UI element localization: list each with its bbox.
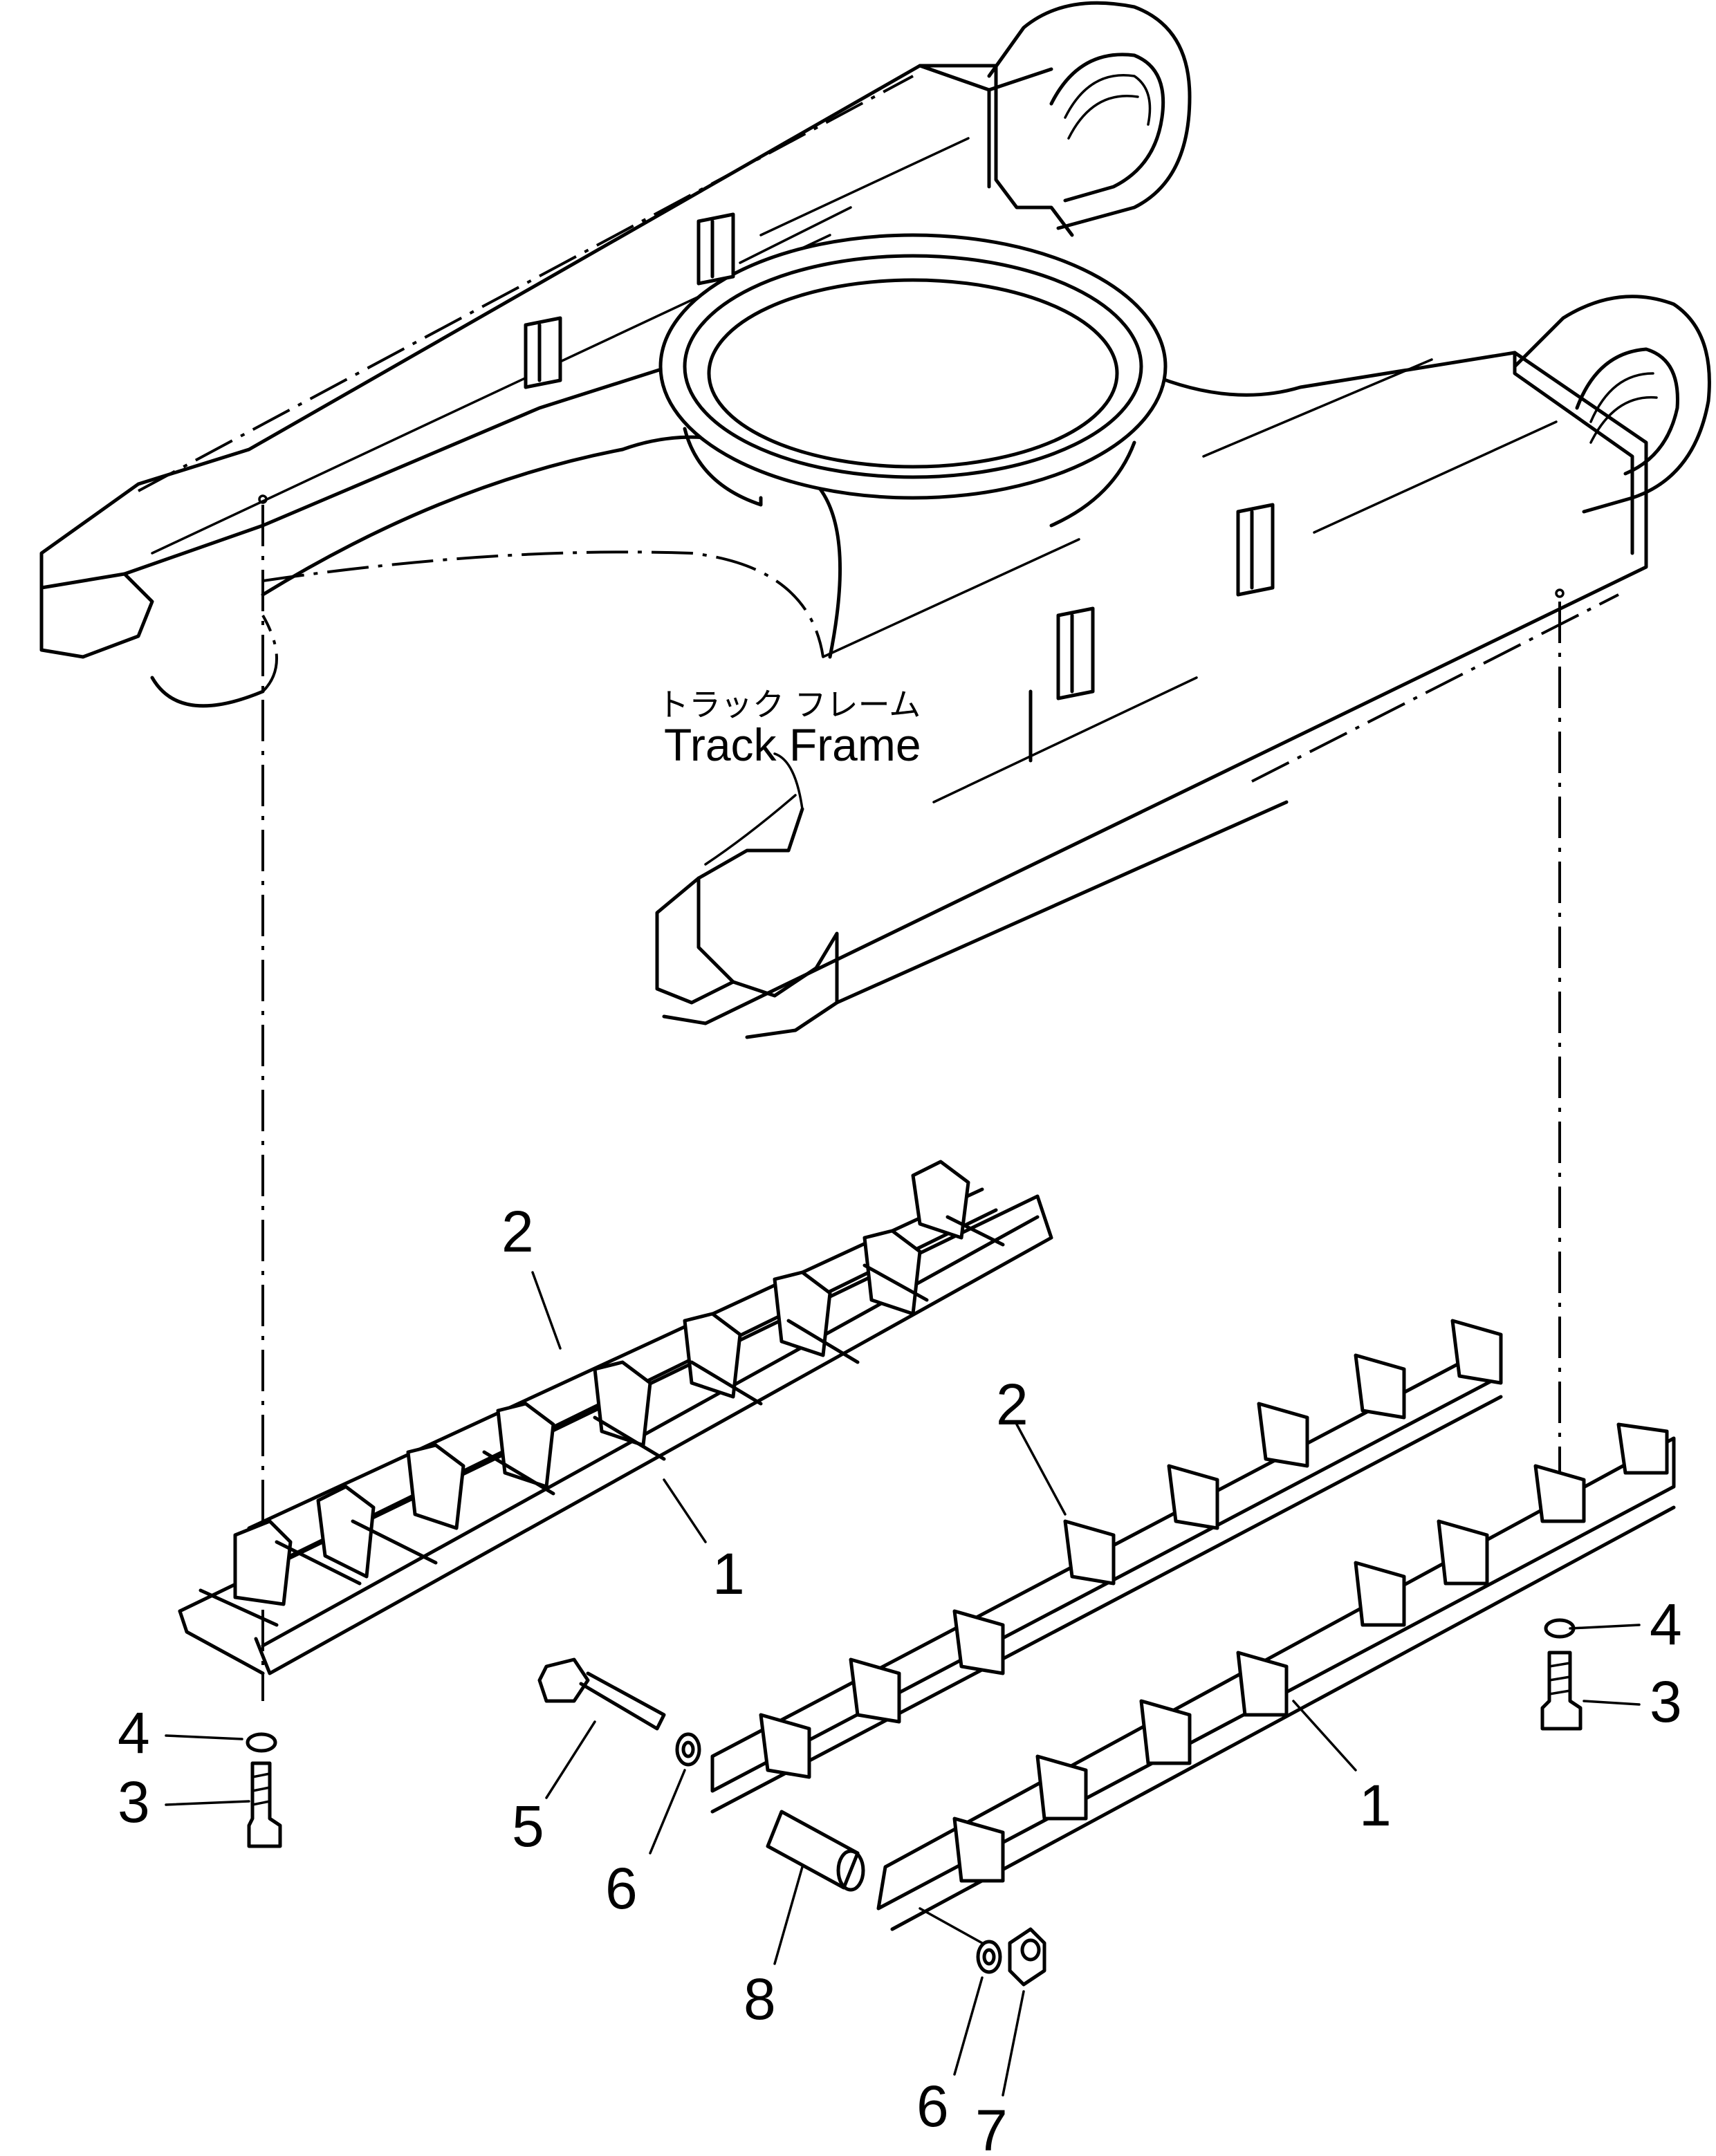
washer-left <box>246 1732 277 1753</box>
callout-3-right: 3 <box>1650 1669 1682 1734</box>
rear-pivot-boss-lower <box>1513 295 1711 514</box>
callout-6-lower: 6 <box>916 2074 949 2139</box>
callout-7: 7 <box>975 2098 1008 2156</box>
track-guard-right-assembly <box>710 1319 1676 1931</box>
circle-mount <box>658 233 1168 528</box>
label-leader-line <box>704 794 797 866</box>
washer-lower <box>976 1940 1002 1974</box>
long-bolt <box>537 1657 590 1703</box>
track-frame-label-english: Track Frame <box>664 719 921 770</box>
callout-8: 8 <box>744 1967 776 2032</box>
washer-upper <box>675 1732 701 1767</box>
alignment-lines <box>258 494 1565 1701</box>
track-guide-left <box>247 1187 984 1530</box>
callout-numbers: 2 1 2 1 4 3 4 3 5 6 8 6 7 <box>118 1199 1682 2156</box>
track-guard-left-assembly <box>178 1160 1053 1675</box>
track-frame: トラック フレーム Track Frame <box>39 1 1711 1039</box>
callout-1-lower: 1 <box>1359 1773 1392 1838</box>
track-frame-label-japanese: トラック フレーム <box>657 686 921 723</box>
bolt-right <box>1540 1651 1583 1731</box>
callout-2-upper: 2 <box>501 1199 534 1264</box>
bolt-left <box>247 1761 282 1848</box>
callout-2-lower: 2 <box>996 1372 1028 1437</box>
callout-4-left: 4 <box>118 1700 150 1765</box>
frame-gussets <box>524 212 1275 700</box>
callout-1-upper: 1 <box>712 1541 745 1606</box>
spacer-sleeve <box>766 1810 860 1890</box>
callout-leaders <box>165 1624 1641 2097</box>
callout-5: 5 <box>512 1794 544 1859</box>
rear-pivot-boss-upper <box>987 1 1192 230</box>
track-guard-right <box>876 1436 1676 1911</box>
callout-4-right: 4 <box>1650 1592 1682 1657</box>
callout-6-upper: 6 <box>605 1856 638 1921</box>
hardware <box>246 1618 1583 1987</box>
track-guard-left <box>178 1194 1053 1675</box>
callout-3-left: 3 <box>118 1769 150 1834</box>
